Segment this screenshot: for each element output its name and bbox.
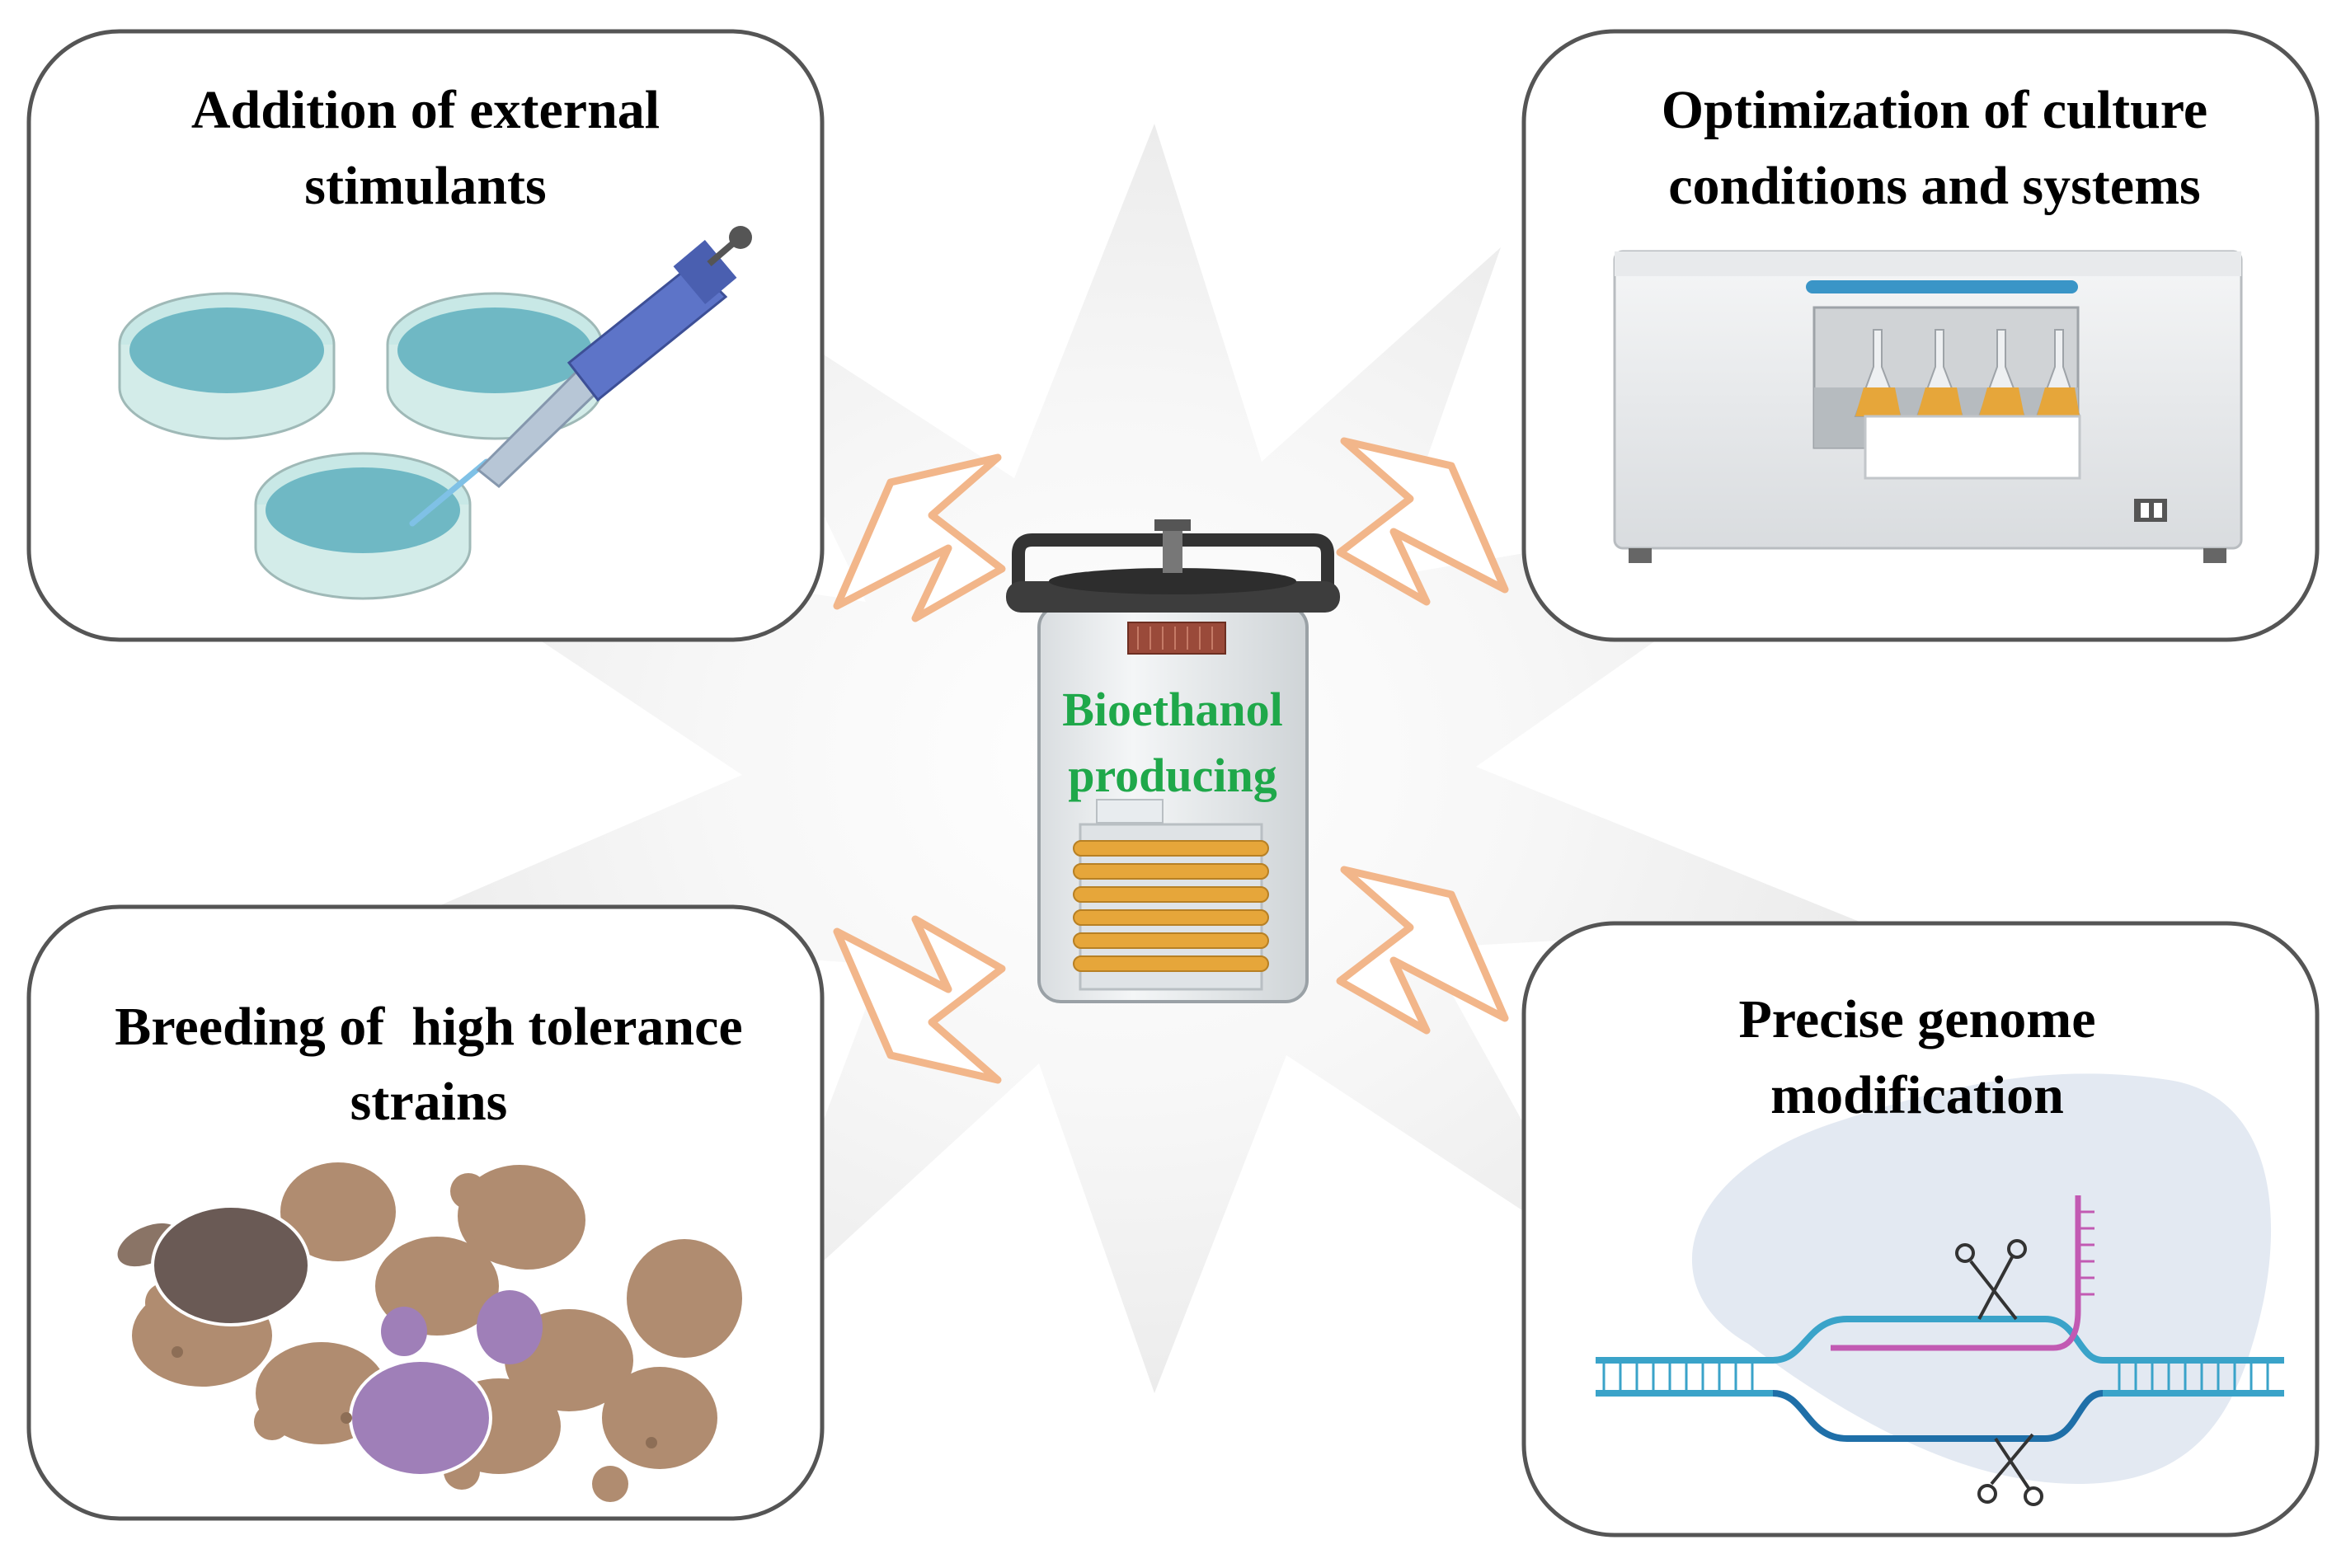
arrows: [833, 437, 1509, 1084]
center-label-line1: Bioethanol: [1062, 683, 1283, 736]
panel-top-right: Optimization of culture conditions and s…: [1521, 29, 2320, 642]
panel-top-right-title-line1: Optimization of culture: [1662, 80, 2207, 140]
panel-top-left-title-line2: stimulants: [304, 156, 546, 216]
panel-bottom-left-title-line1: Breeding of high tolerance: [115, 997, 742, 1057]
scissors-icon: [1955, 1239, 2027, 1321]
yeast-cells-icon: [117, 1162, 742, 1502]
arrow-to-bottom-left: [833, 915, 1006, 1084]
panel-top-right-title-line2: conditions and systems: [1668, 156, 2200, 216]
center-label-line2: producing: [1068, 749, 1277, 802]
scissors-icon-lower: [1977, 1433, 2043, 1506]
panel-top-left: Addition of external stimulants: [26, 29, 825, 642]
cell-blob-shape: [1691, 1073, 2272, 1484]
arrow-to-top-left: [833, 453, 1006, 622]
shaking-incubator-icon: [1613, 250, 2243, 563]
arrow-to-bottom-right: [1336, 866, 1509, 1035]
culture-plate-stack: [1073, 840, 1269, 972]
panel-bottom-left-title-line2: strains: [350, 1072, 508, 1132]
panel-bottom-left: Breeding of high tolerance strains: [26, 904, 825, 1521]
panel-bottom-right-title-line2: modification: [1770, 1065, 2064, 1125]
panel-bottom-right-title-line1: Precise genome: [1738, 989, 2095, 1049]
panel-bottom-right: Precise genome modification: [1521, 921, 2320, 1537]
arrow-to-top-right: [1336, 437, 1509, 606]
dna-crispr-icon: [1596, 1195, 2284, 1506]
anaerobic-jar-icon: Bioethanol producing: [1006, 519, 1340, 1003]
panel-top-left-title-line1: Addition of external: [191, 80, 660, 140]
petri-dish-pipette-icon: [118, 226, 752, 600]
